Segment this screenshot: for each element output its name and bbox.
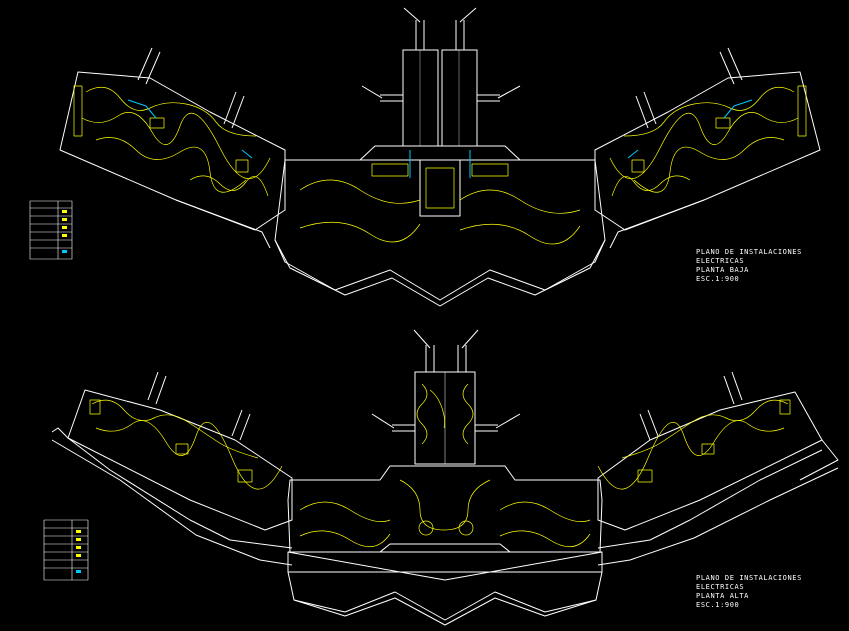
- tower-circuits-alta: [416, 383, 474, 445]
- central-circuits: [299, 163, 581, 245]
- central-towers: [361, 7, 521, 147]
- title-block-planta-alta: PLANO DE INSTALACIONES ELECTRICAS PLANTA…: [696, 574, 802, 610]
- right-wing: [594, 47, 821, 249]
- scale-label: ESC.1:900: [696, 275, 740, 283]
- floor-plan-planta-baja: [29, 7, 821, 307]
- legend-table-alta: [43, 519, 89, 581]
- title-line-3: PLANTA ALTA: [696, 592, 749, 600]
- title-line-1: PLANO DE INSTALACIONES: [696, 574, 802, 582]
- central-circuits-alta: [299, 479, 591, 548]
- right-wing-circuits-alta: [597, 399, 791, 490]
- left-wing-accent: [127, 99, 253, 159]
- title-block-planta-baja: PLANO DE INSTALACIONES ELECTRICAS PLANTA…: [696, 248, 802, 284]
- central-body: [274, 145, 606, 307]
- right-wing-circuits: [609, 85, 807, 197]
- left-wing-circuits-alta: [89, 399, 283, 490]
- central-towers-alta: [371, 329, 521, 465]
- title-line-2: ELECTRICAS: [696, 257, 745, 265]
- right-wing-accent: [627, 99, 753, 159]
- central-body-alta: [287, 465, 603, 626]
- floor-plan-planta-alta: [43, 329, 839, 626]
- title-line-2: ELECTRICAS: [696, 583, 745, 591]
- left-wing-circuits: [73, 85, 271, 197]
- left-wing: [59, 47, 286, 249]
- title-line-3: PLANTA BAJA: [696, 266, 749, 274]
- title-line-1: PLANO DE INSTALACIONES: [696, 248, 802, 256]
- legend-table-baja: [29, 200, 73, 260]
- central-accent: [409, 150, 471, 178]
- right-wing-alta: [597, 371, 839, 566]
- scale-label: ESC.1:900: [696, 601, 740, 609]
